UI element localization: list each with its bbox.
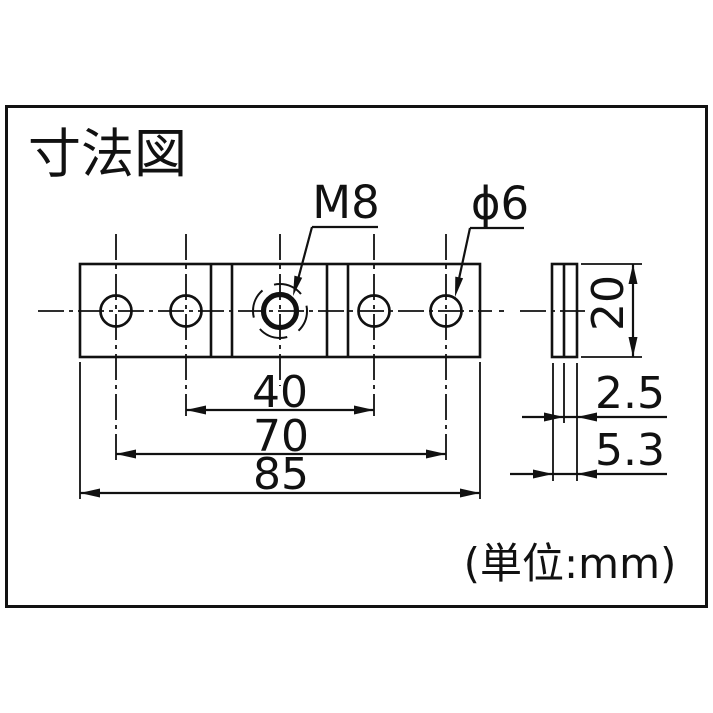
unit-note: (単位:mm): [464, 539, 677, 588]
front-dimensions: 40 70 85: [80, 367, 480, 500]
front-view: [38, 234, 504, 499]
dim40-left-arrow-icon: [186, 405, 206, 415]
dim70-left-arrow-icon: [116, 449, 136, 459]
plate-outline: [78, 262, 482, 359]
dim85-right-arrow-icon: [460, 488, 480, 498]
hole-5: [429, 294, 463, 328]
side-view: 20 2.5 5.3: [510, 262, 667, 481]
dim70-right-arrow-icon: [426, 449, 446, 459]
hole-1: [99, 294, 133, 328]
hole-2: [169, 294, 203, 328]
dim20-up-arrow-icon: [628, 264, 638, 284]
phi6-leader-arrow-icon: [455, 276, 464, 297]
m8-label: M8: [312, 176, 379, 229]
page-title: 寸法図: [28, 124, 187, 185]
dim25-left-arrow-icon: [577, 412, 597, 422]
dim-text-5-3: 5.3: [595, 425, 665, 476]
dim20-down-arrow-icon: [628, 337, 638, 357]
dim-text-40: 40: [252, 367, 308, 418]
dim-text-70: 70: [253, 411, 309, 462]
dim-text-2-5: 2.5: [595, 368, 665, 419]
phi6-label: ϕ6: [471, 177, 529, 230]
hole-4: [357, 294, 391, 328]
dim53-left-arrow-icon: [577, 469, 597, 479]
leader-labels: M8 ϕ6: [293, 176, 529, 297]
dim-text-20: 20: [583, 275, 634, 331]
m8-hole: [260, 291, 300, 331]
dim85-left-arrow-icon: [80, 488, 100, 498]
dim53-right-arrow-icon: [533, 469, 553, 479]
m8-thread-circle: [252, 283, 308, 339]
dim-text-85: 85: [253, 449, 309, 500]
m8-leader-arrow-icon: [293, 275, 303, 296]
border-frame: [5, 105, 708, 608]
dim40-right-arrow-icon: [354, 405, 374, 415]
dim25-right-arrow-icon: [544, 412, 564, 422]
